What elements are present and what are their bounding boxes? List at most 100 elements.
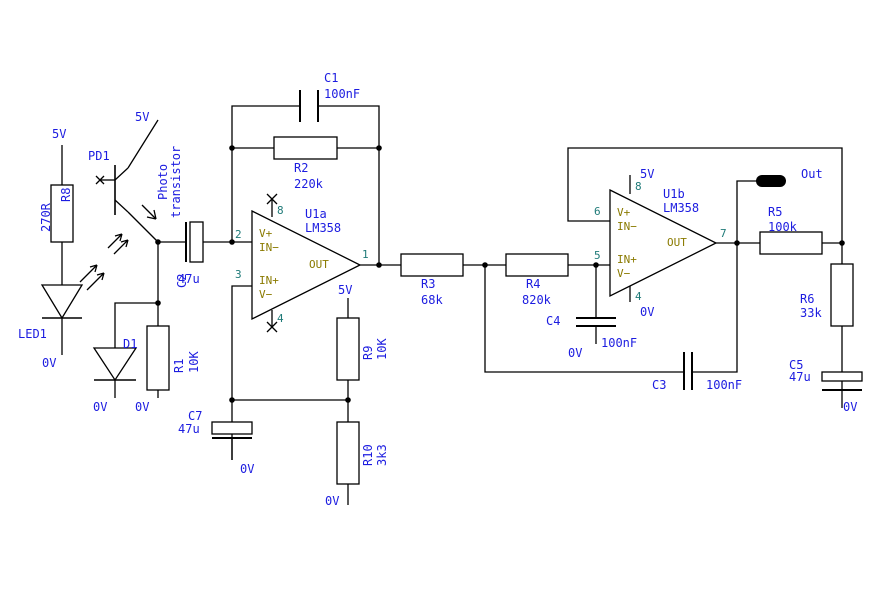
r5-value: 100k — [768, 220, 798, 234]
capacitor-c1: C1 100nF — [299, 71, 360, 122]
u1b-vminus-label: V− — [617, 267, 631, 280]
output-label: Out — [801, 167, 823, 181]
c4-gnd-label: 0V — [568, 346, 582, 360]
junction-dot — [155, 300, 161, 306]
resistor-r9: R9 10K 5V — [336, 283, 389, 381]
r1-ref: R1 — [172, 359, 186, 373]
u1b-pin-out: 7 — [720, 227, 727, 240]
junction-dot — [229, 145, 235, 151]
r8-value: 270R — [39, 202, 53, 232]
u1a-inplus-label: IN+ — [259, 274, 279, 287]
resistor-r2: R2 220k — [273, 136, 338, 191]
capacitor-c7: C7 47u 0V — [178, 409, 254, 476]
u1b-pin-inp: 5 — [594, 249, 601, 262]
u1a-vplus-label: V+ — [259, 227, 273, 240]
c7-value: 47u — [178, 422, 200, 436]
resistor-r1: R1 10K 0V — [135, 325, 201, 414]
u1b-inplus-label: IN+ — [617, 253, 637, 266]
r8-ref: R8 — [59, 188, 73, 202]
r1-value: 10K — [187, 351, 201, 373]
led-led1: LED1 0V — [18, 264, 105, 370]
phototransistor-pd1: PD1 Photo transistor 5V — [88, 110, 183, 255]
capacitor-c5: C5 47u 0V — [789, 358, 863, 414]
r6-ref: R6 — [800, 292, 814, 306]
c2-ref: C2 — [175, 274, 189, 288]
u1a-pin-vm: 4 — [277, 312, 284, 325]
capacitor-c2: C2 47u — [175, 221, 204, 288]
resistor-r5: R5 100k — [759, 205, 823, 255]
r10-value: 3k3 — [375, 444, 389, 466]
r8-supply-label: 5V — [52, 127, 66, 141]
junction-dot — [376, 262, 382, 268]
r5-ref: R5 — [768, 205, 782, 219]
u1b-out-label: OUT — [667, 236, 687, 249]
r3-ref: R3 — [421, 277, 435, 291]
r2-ref: R2 — [294, 161, 308, 175]
junction-dot — [482, 262, 488, 268]
r3-value: 68k — [421, 293, 443, 307]
u1b-supply-label: 5V — [640, 167, 654, 181]
c1-value: 100nF — [324, 87, 360, 101]
pd1-desc-line2: transistor — [169, 146, 183, 218]
c5-value: 47u — [789, 370, 811, 384]
opamp-u1a: V+ IN− IN+ V− OUT 2 3 1 8 4 U1a LM358 — [235, 193, 369, 333]
r6-value: 33k — [800, 306, 822, 320]
resistor-r4: R4 820k — [505, 253, 569, 307]
r4-ref: R4 — [526, 277, 540, 291]
pd1-supply-label: 5V — [135, 110, 149, 124]
d1-gnd-label: 0V — [93, 400, 107, 414]
u1a-out-label: OUT — [309, 258, 329, 271]
c7-ref: C7 — [188, 409, 202, 423]
u1b-gnd-label: 0V — [640, 305, 654, 319]
c3-value: 100nF — [706, 378, 742, 392]
u1b-pin-vp: 8 — [635, 180, 642, 193]
junction-dot — [839, 240, 845, 246]
r10-ref: R10 — [361, 444, 375, 466]
u1a-inminus-label: IN− — [259, 241, 279, 254]
r4-value: 820k — [522, 293, 552, 307]
diode-d1: D1 0V — [92, 337, 137, 414]
wires — [61, 105, 843, 505]
junction-dot — [229, 239, 235, 245]
opamp-u1b: V+ IN− IN+ V− OUT 6 5 7 8 4 U1b LM358 5V… — [588, 167, 727, 319]
c5-ref: C5 — [789, 358, 803, 372]
pd1-desc-line1: Photo — [156, 164, 170, 200]
junction-dot — [376, 145, 382, 151]
c3-ref: C3 — [652, 378, 666, 392]
u1a-pin-inp: 3 — [235, 268, 242, 281]
pd1-ref: PD1 — [88, 149, 110, 163]
u1b-inminus-label: IN− — [617, 220, 637, 233]
c5-gnd-label: 0V — [843, 400, 857, 414]
c2-value: 47u — [178, 272, 200, 286]
resistor-r3: R3 68k — [400, 253, 464, 307]
led1-ref: LED1 — [18, 327, 47, 341]
u1b-pin-vm: 4 — [635, 290, 642, 303]
u1b-vplus-label: V+ — [617, 206, 631, 219]
r2-value: 220k — [294, 177, 324, 191]
u1a-part: LM358 — [305, 221, 341, 235]
resistor-r10: R10 3k3 0V — [325, 421, 389, 508]
r10-gnd-label: 0V — [325, 494, 339, 508]
c7-gnd-label: 0V — [240, 462, 254, 476]
u1a-pin-out: 1 — [362, 248, 369, 261]
r1-gnd-label: 0V — [135, 400, 149, 414]
u1a-pin-inm: 2 — [235, 228, 242, 241]
junction-dot — [734, 240, 740, 246]
r9-supply-label: 5V — [338, 283, 352, 297]
u1b-ref: U1b — [663, 187, 685, 201]
junction-dot — [155, 239, 161, 245]
resistor-r8: 270R R8 5V — [39, 127, 74, 243]
c1-ref: C1 — [324, 71, 338, 85]
junction-dot — [229, 397, 235, 403]
output-terminal: Out — [756, 167, 823, 187]
r9-ref: R9 — [361, 346, 375, 360]
u1a-vminus-label: V− — [259, 288, 273, 301]
led1-gnd-label: 0V — [42, 356, 56, 370]
u1b-pin-inm: 6 — [594, 205, 601, 218]
capacitor-c3: C3 100nF — [652, 352, 742, 392]
r9-value: 10K — [375, 338, 389, 360]
c4-value: 100nF — [601, 336, 637, 350]
u1a-pin-vp: 8 — [277, 204, 284, 217]
c4-ref: C4 — [546, 314, 560, 328]
